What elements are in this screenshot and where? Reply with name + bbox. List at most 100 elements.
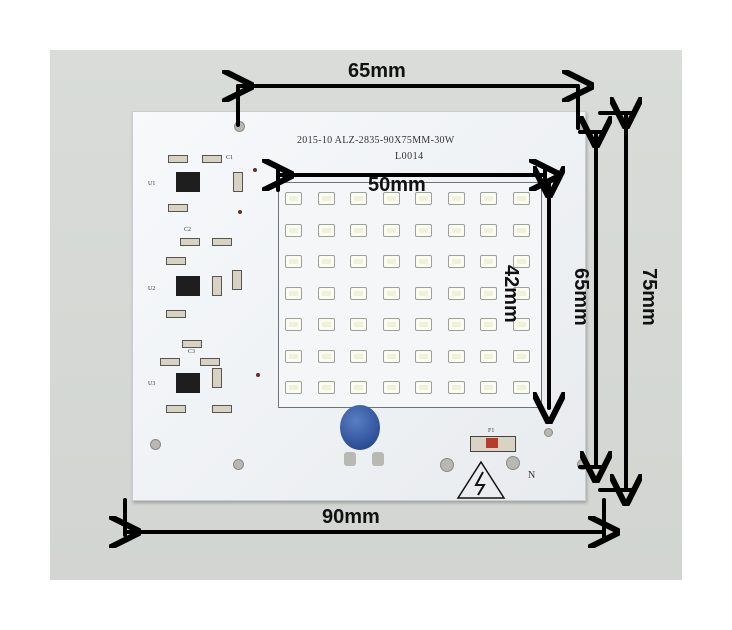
led-chip	[382, 349, 400, 363]
cap-label-c3: C3	[188, 349, 196, 355]
driver-chip-u2	[176, 276, 200, 296]
led-chip	[415, 192, 432, 205]
led-chip	[447, 286, 465, 300]
dimension-top-width: 65mm	[348, 60, 406, 82]
led-chip	[512, 223, 530, 237]
led-chip	[447, 255, 465, 268]
smd-component	[168, 204, 188, 212]
smd-component	[160, 358, 180, 366]
led-chip	[382, 381, 400, 394]
smd-component	[212, 368, 222, 388]
led-chip	[415, 349, 432, 363]
led-chip	[382, 255, 400, 268]
led-chip	[382, 223, 400, 237]
led-chip	[317, 381, 335, 394]
led-chip	[350, 192, 367, 205]
mounting-hole	[506, 456, 520, 470]
smd-component	[212, 276, 222, 296]
led-chip	[447, 381, 465, 394]
led-chip	[480, 255, 497, 268]
blue-capacitor	[340, 405, 380, 450]
smd-component	[202, 155, 222, 163]
led-chip	[480, 381, 497, 394]
led-chip	[317, 255, 335, 268]
mounting-hole	[440, 458, 454, 472]
smd-component	[168, 155, 188, 163]
via-dot	[256, 373, 260, 377]
chip-label-u2: U2	[148, 286, 156, 292]
led-chip	[285, 318, 302, 331]
led-chip	[285, 255, 302, 268]
led-chip	[350, 381, 367, 394]
led-chip	[480, 318, 497, 331]
led-chip	[415, 255, 432, 268]
led-chip	[382, 318, 400, 331]
led-chip	[512, 381, 530, 394]
smd-component	[200, 358, 220, 366]
driver-chip-u1	[176, 172, 200, 192]
silkscreen-code: L0014	[395, 151, 424, 162]
led-chip	[480, 349, 497, 363]
led-chip	[447, 349, 465, 363]
dimension-led-width: 50mm	[368, 174, 426, 196]
via-dot	[253, 168, 257, 172]
led-chip	[350, 349, 367, 363]
led-chip	[415, 223, 432, 237]
led-chip	[285, 349, 302, 363]
led-chip	[285, 223, 302, 237]
led-chip	[512, 255, 530, 268]
mounting-hole	[150, 439, 161, 450]
fuse-label: F1	[488, 428, 495, 434]
led-chip	[480, 223, 497, 237]
smd-component	[182, 340, 202, 348]
mounting-hole	[544, 428, 553, 437]
dimension-led-height: 42mm	[500, 265, 522, 323]
smd-component	[212, 405, 232, 413]
led-chip	[350, 318, 367, 331]
led-chip	[415, 381, 432, 394]
led-chip	[317, 223, 335, 237]
led-chip	[285, 381, 302, 394]
led-chip	[350, 223, 367, 237]
led-chip	[480, 286, 497, 300]
led-chip	[382, 286, 400, 300]
led-chip	[350, 286, 367, 300]
smd-component	[166, 310, 186, 318]
smd-component	[180, 238, 200, 246]
led-chip	[285, 286, 302, 300]
led-chip	[415, 318, 432, 331]
led-chip	[317, 318, 335, 331]
cap-label-c2: C2	[184, 227, 192, 233]
dimension-inner-height: 65mm	[570, 268, 592, 326]
fuse-element	[486, 438, 498, 448]
chip-label-u3: U3	[148, 381, 156, 387]
smd-component	[166, 405, 186, 413]
led-chip	[285, 192, 302, 205]
smd-component	[212, 238, 232, 246]
led-chip	[447, 223, 465, 237]
mounting-hole	[233, 459, 244, 470]
led-chip	[317, 349, 335, 363]
led-chip	[512, 192, 530, 205]
dimension-total-width: 90mm	[322, 506, 380, 528]
driver-chip-u3	[176, 373, 200, 393]
led-chip	[415, 286, 432, 300]
led-chip	[512, 349, 530, 363]
chip-label-u1: U1	[148, 181, 156, 187]
dimension-total-height: 75mm	[638, 268, 660, 326]
silkscreen-model: 2015-10 ALZ-2835-90X75MM-30W	[297, 135, 455, 146]
led-chip	[317, 192, 335, 205]
silkscreen-neutral: N	[528, 470, 536, 481]
capacitor-leg	[344, 452, 356, 466]
cap-label-c1: C1	[226, 155, 234, 161]
led-chip	[382, 192, 400, 205]
led-chip	[447, 192, 465, 205]
led-chip	[350, 255, 367, 268]
capacitor-leg	[372, 452, 384, 466]
led-chip	[512, 318, 530, 331]
smd-component	[233, 172, 243, 192]
smd-component	[166, 257, 186, 265]
via-dot	[238, 210, 242, 214]
led-chip	[480, 192, 497, 205]
